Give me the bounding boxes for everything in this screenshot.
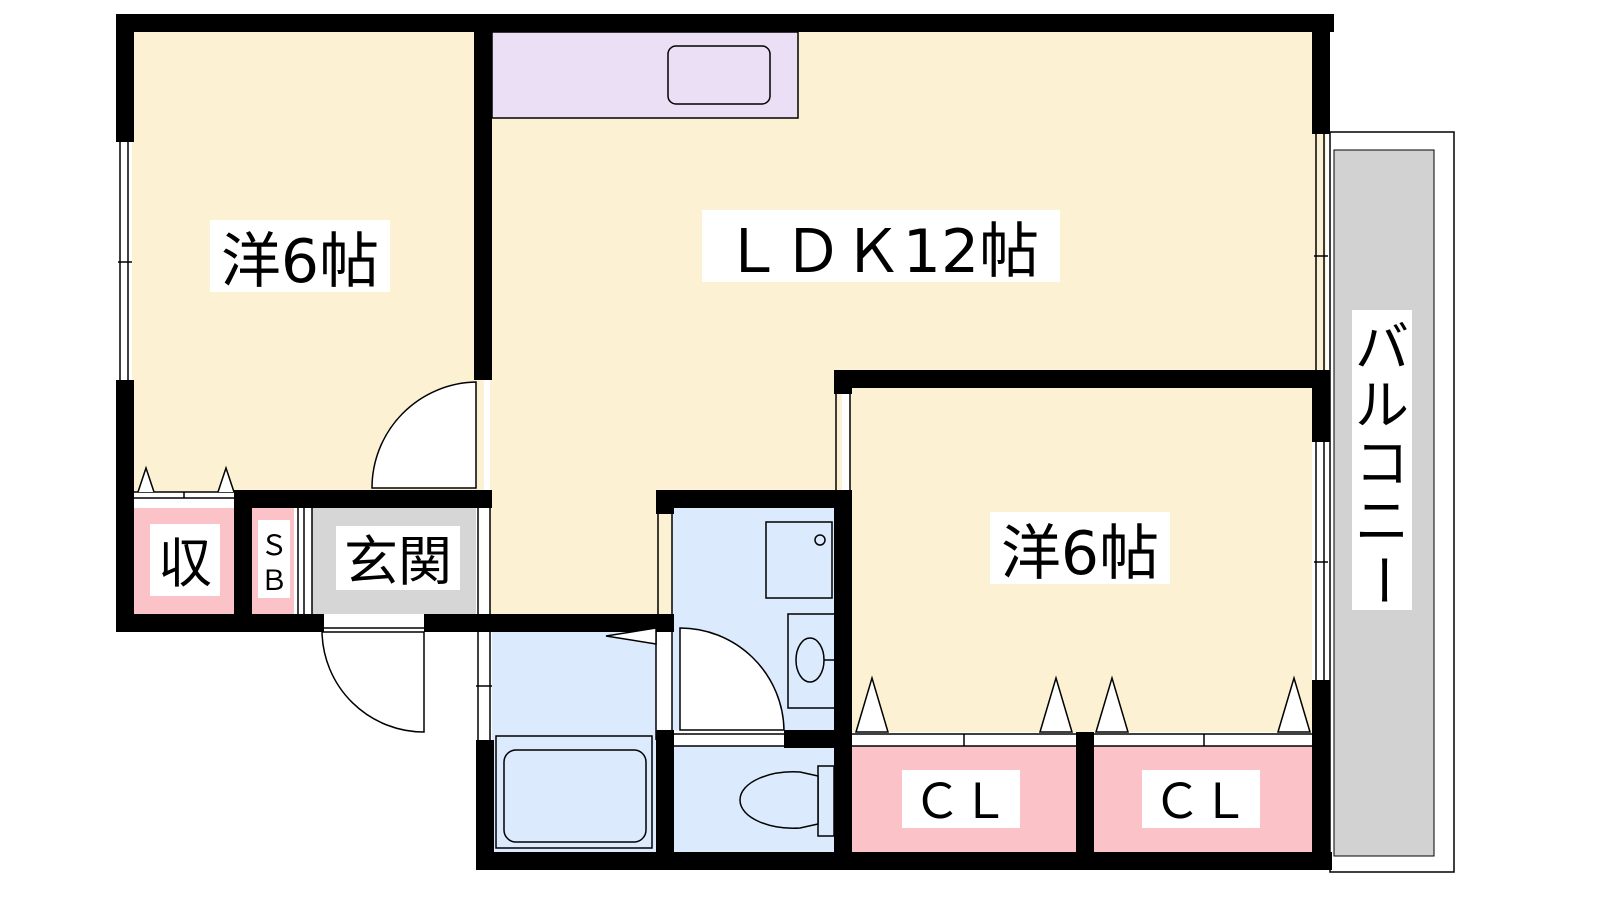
balcony-label-char: ー xyxy=(1351,553,1414,607)
washbasin-icon xyxy=(787,613,838,709)
label-western-right: 洋6帖 xyxy=(1001,519,1159,589)
label-western-left: 洋6帖 xyxy=(221,227,379,297)
doors xyxy=(321,381,785,733)
balcony-label-char: ニ xyxy=(1355,490,1409,553)
thin-lines xyxy=(118,134,1328,747)
washer-pan-icon xyxy=(765,521,833,599)
balcony xyxy=(1329,131,1455,873)
door-left-room xyxy=(371,381,477,489)
door-washroom xyxy=(679,627,785,731)
kitchen-sink-icon xyxy=(667,45,771,105)
label-closet-1: ＣＬ xyxy=(913,774,1009,830)
balcony-label-char: バ xyxy=(1355,316,1409,379)
label-storage: 収 xyxy=(158,532,212,595)
balcony-label-char: ル xyxy=(1355,374,1409,437)
door-entrance xyxy=(321,631,425,733)
toilet-icon xyxy=(739,765,835,837)
balcony-label-char: コ xyxy=(1355,432,1409,495)
bathtub-icon xyxy=(495,735,653,849)
label-ldk: ＬＤＫ12帖 xyxy=(723,217,1039,287)
label-shoe-box-2: Ｂ xyxy=(260,564,288,597)
fixtures xyxy=(495,45,838,849)
closet-door-markers xyxy=(137,465,1312,733)
label-entrance: 玄関 xyxy=(344,530,452,593)
label-closet-2: ＣＬ xyxy=(1153,774,1249,830)
label-shoe-box: Ｓ xyxy=(260,529,288,562)
